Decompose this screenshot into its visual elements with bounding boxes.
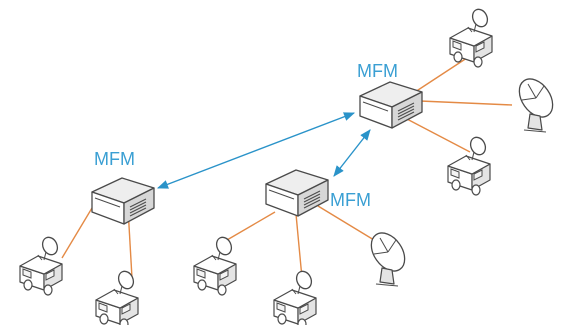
satellite-dish-icon (511, 72, 561, 133)
link-middle-van1 (226, 211, 276, 241)
backbone-link-left-top (156, 112, 356, 189)
mfm-middle-label: MFM (330, 190, 371, 210)
broadcast-van-icon (449, 6, 493, 68)
link-left-van1 (61, 202, 96, 259)
mfm-top-label: MFM (357, 61, 398, 81)
link-top-dish (419, 100, 513, 106)
mfm-left-label: MFM (94, 149, 135, 169)
broadcast-van-icon (193, 234, 237, 296)
backbone-link-middle-top (333, 129, 371, 177)
mfm-middle-server-icon (265, 169, 329, 217)
satellite-dish-icon (363, 226, 413, 287)
broadcast-van-icon (95, 268, 139, 325)
mfm-top-server-icon (359, 81, 423, 129)
broadcast-van-icon (273, 268, 317, 325)
link-top-van2 (404, 117, 471, 153)
mfm-left-server-icon (91, 177, 155, 225)
broadcast-van-icon (19, 234, 63, 296)
link-middle-van2 (295, 213, 303, 279)
link-middle-dish (317, 205, 375, 241)
